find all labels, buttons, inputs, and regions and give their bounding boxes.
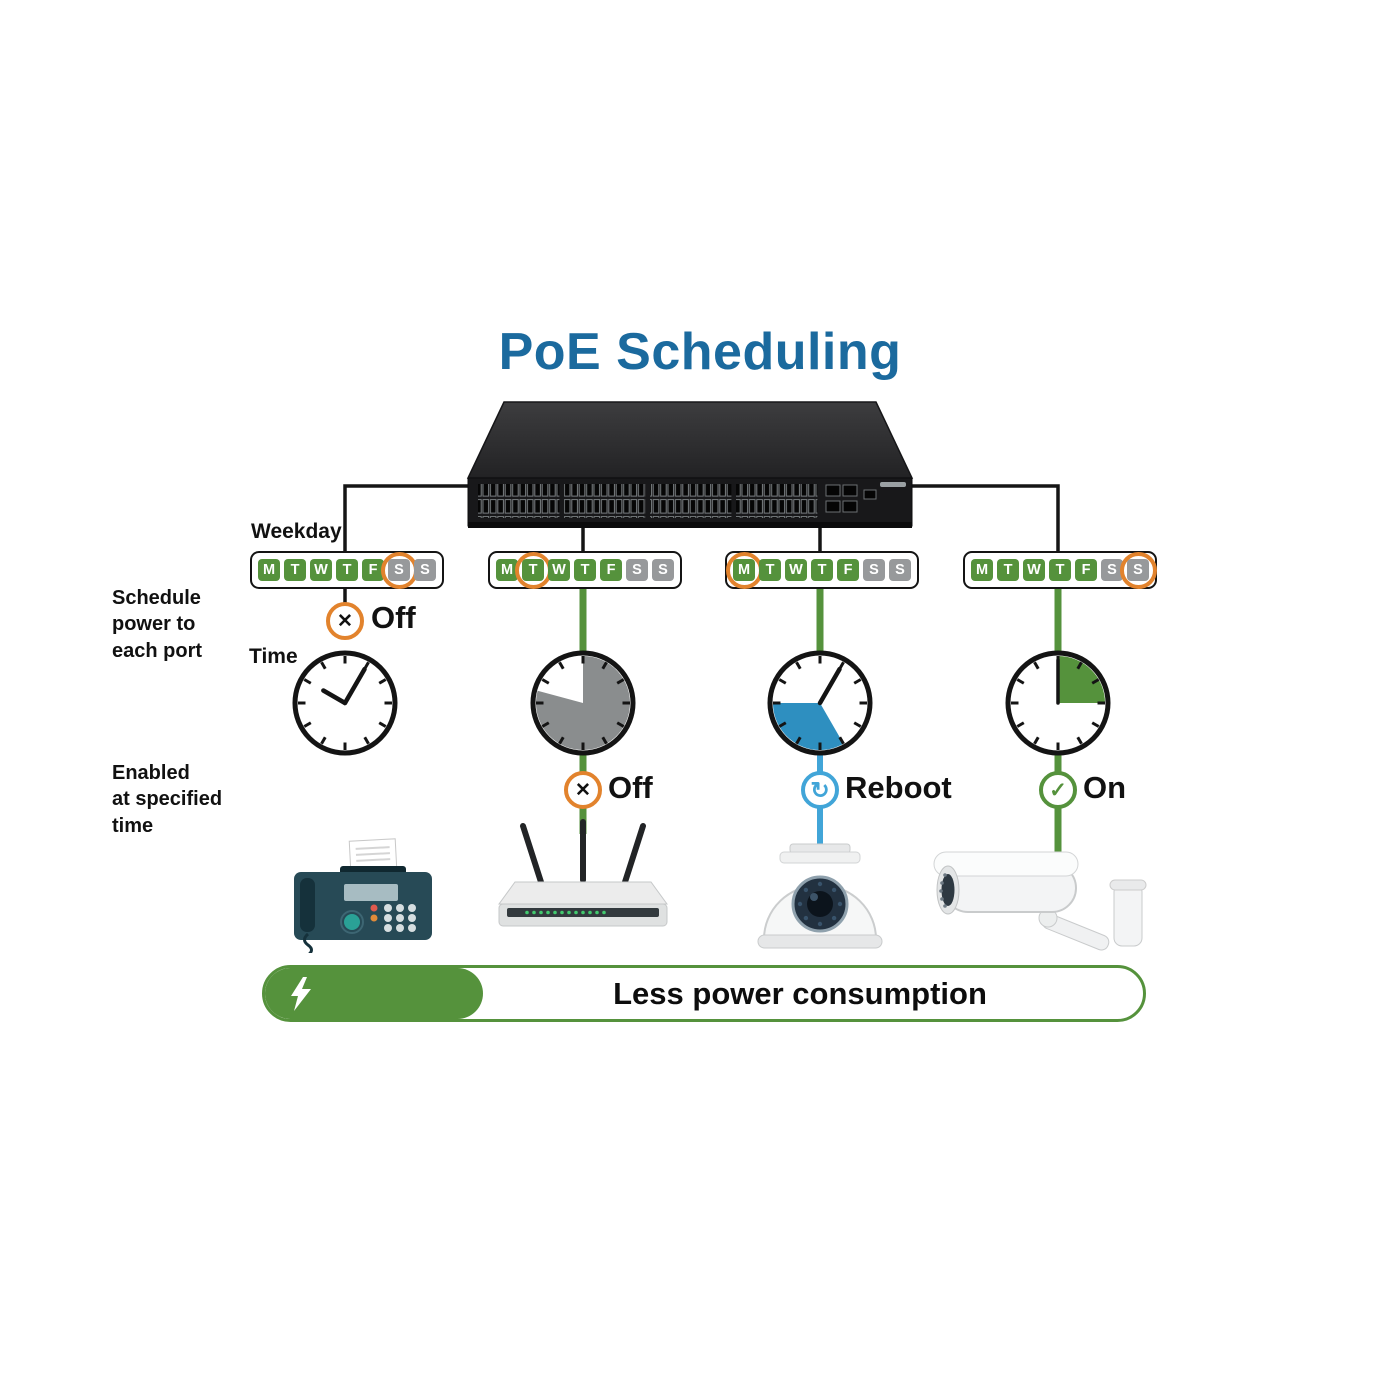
label-schedule: Schedule power to each port: [112, 585, 202, 664]
weekday-strip-2: M T W T F S S: [488, 551, 682, 589]
selected-day-ring-icon: [725, 551, 763, 589]
day-box: T: [1049, 559, 1071, 581]
day-box: T: [574, 559, 596, 581]
day-box: T: [284, 559, 306, 581]
wireless-router-icon: [498, 819, 668, 927]
day-box: F: [362, 559, 384, 581]
label-enabled-line: Enabled: [112, 762, 190, 784]
day-box: W: [548, 559, 570, 581]
status-label-3: Reboot: [845, 770, 952, 805]
day-box: S: [889, 559, 911, 581]
less-power-banner: Less power consumption: [262, 965, 1146, 1022]
label-schedule-line: power to: [112, 613, 196, 636]
day-box: S: [652, 559, 674, 581]
day-box: S: [863, 559, 885, 581]
day-box: T: [514, 551, 552, 589]
selected-day-ring-icon: [514, 551, 552, 589]
day-box: F: [600, 559, 622, 581]
status-label-2: Off: [608, 770, 653, 805]
dome-camera-icon: [757, 843, 883, 949]
clock-icon: [1005, 650, 1111, 756]
day-box: T: [759, 559, 781, 581]
day-box: W: [785, 559, 807, 581]
banner-green-segment: [265, 968, 483, 1019]
selected-day-ring-icon: [1119, 551, 1157, 589]
day-box: W: [310, 559, 332, 581]
poe-switch-illustration: [466, 401, 914, 528]
weekday-strip-3: M T W T F S S: [725, 551, 919, 589]
day-box: M: [725, 551, 763, 589]
reboot-icon: ↻: [801, 771, 839, 809]
clock-icon: [292, 650, 398, 756]
bullet-camera-icon: [933, 851, 1147, 951]
check-icon: ✓: [1039, 771, 1077, 809]
label-weekday: Weekday: [251, 520, 342, 543]
clock-icon: [530, 650, 636, 756]
label-schedule-line: each port: [112, 639, 203, 662]
label-enabled-line: time: [112, 814, 154, 837]
status-label-4: On: [1083, 770, 1127, 805]
day-box: T: [336, 559, 358, 581]
day-box: S: [1119, 551, 1157, 589]
day-box: M: [971, 559, 993, 581]
lightning-bolt-icon: [291, 976, 311, 1011]
day-box: W: [1023, 559, 1045, 581]
banner-text: Less power consumption: [613, 975, 987, 1011]
label-schedule-line: Schedule: [112, 587, 201, 609]
clock-icon: [767, 650, 873, 756]
weekday-strip-1: M T W T F S S: [250, 551, 444, 589]
label-time: Time: [249, 645, 298, 668]
selected-day-ring-icon: [380, 551, 418, 589]
day-box: S: [1101, 559, 1123, 581]
day-box: M: [258, 559, 280, 581]
day-box: S: [380, 551, 418, 589]
page-title: PoE Scheduling: [498, 323, 902, 381]
day-box: F: [837, 559, 859, 581]
day-box: S: [626, 559, 648, 581]
day-box: T: [997, 559, 1019, 581]
x-icon: ✕: [564, 771, 602, 809]
status-label-1: Off: [371, 600, 416, 635]
day-box: M: [496, 559, 518, 581]
day-box: F: [1075, 559, 1097, 581]
day-box: S: [414, 559, 436, 581]
label-enabled: Enabled at specified time: [112, 760, 222, 839]
day-box: T: [811, 559, 833, 581]
weekday-strip-4: M T W T F S S: [963, 551, 1157, 589]
fax-machine-icon: [294, 838, 432, 953]
label-enabled-line: at specified: [112, 788, 223, 811]
x-icon: ✕: [326, 602, 364, 640]
